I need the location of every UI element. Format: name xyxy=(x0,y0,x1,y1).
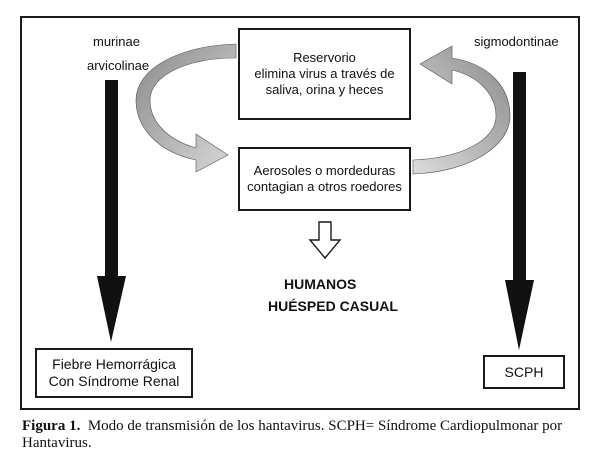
left-down-arrow xyxy=(97,80,126,342)
right-down-arrow xyxy=(505,72,534,350)
hollow-down-arrow xyxy=(308,221,342,260)
label-arvicolinae: arvicolinae xyxy=(87,58,150,73)
diagram-frame xyxy=(20,16,580,410)
label-sigmodontinae: sigmodontinae xyxy=(474,34,559,49)
hfrs-outcome-box: Fiebre Hemorrágica Con Síndrome Renal xyxy=(35,348,193,398)
aerosol-box: Aerosoles o mordeduras contagian a otros… xyxy=(238,147,411,211)
right-cycle-arrow xyxy=(412,45,511,175)
left-cycle-arrow xyxy=(135,43,237,173)
scph-outcome-box: SCPH xyxy=(483,355,565,389)
casual-host-label: HUÉSPED CASUAL xyxy=(268,298,398,314)
label-murinae: murinae xyxy=(93,34,140,49)
caption-text: Modo de transmisión de los hantavirus. S… xyxy=(22,418,563,451)
reservoir-box: Reservorio elimina virus a través de sal… xyxy=(238,28,411,120)
figure-caption: Figura 1. Modo de transmisión de los han… xyxy=(22,418,582,452)
humans-label: HUMANOS xyxy=(284,276,357,292)
caption-figure-label: Figura 1. xyxy=(22,418,81,434)
